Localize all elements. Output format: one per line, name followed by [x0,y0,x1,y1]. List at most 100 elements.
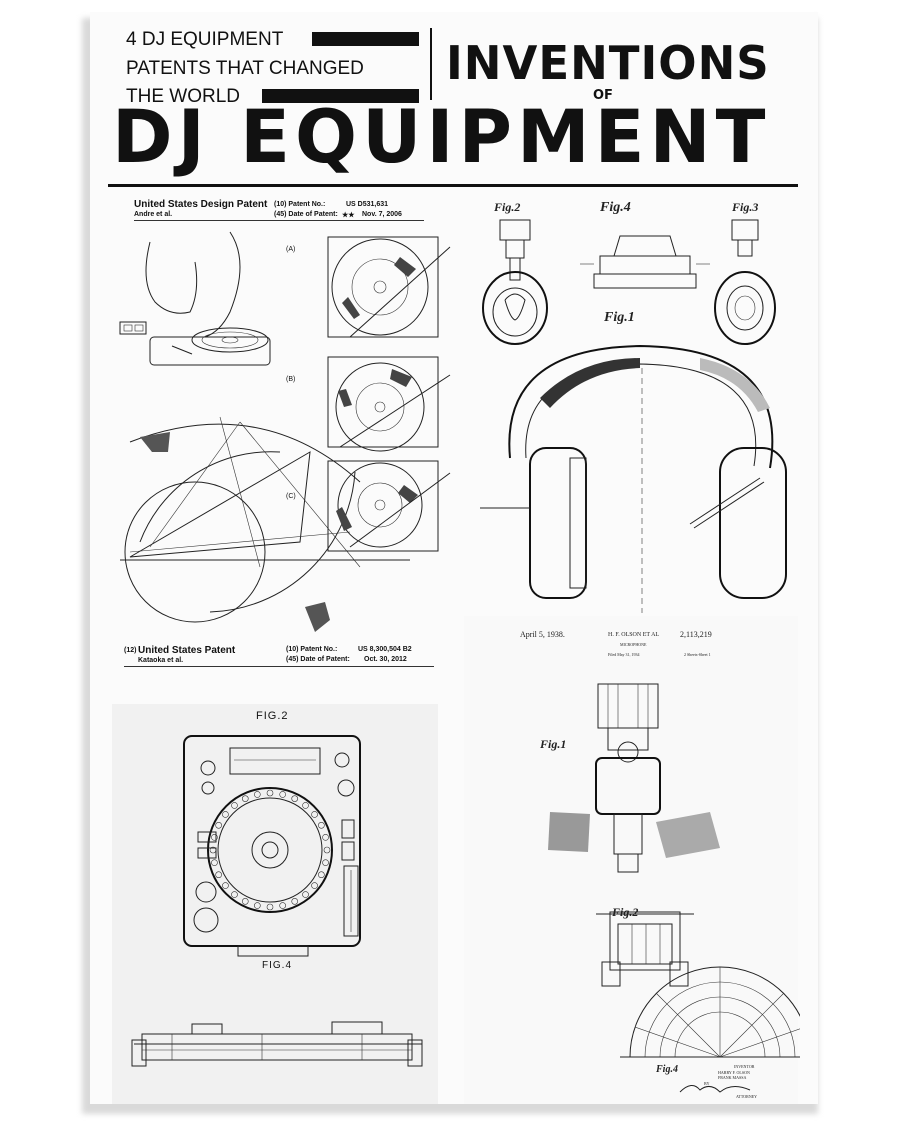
jog-dot [311,811,318,818]
cdj-header-rule [124,666,434,667]
cdj-patent-no-label: (10) Patent No.: [286,646,338,653]
cdj-date: Oct. 30, 2012 [364,656,407,663]
cdj-jog-dots [209,789,331,911]
cdj-side-view [131,1021,423,1067]
jog-dot [322,859,329,866]
headphones-fig3 [714,219,776,345]
jog-dot [279,902,286,909]
turntable-platter [191,327,269,353]
cdj-patent-inventor: Kataoka et al. [138,657,184,664]
mic-fig4-label: Fig.4 [656,1064,678,1075]
microphone-drawing [548,683,800,1093]
platter-diagram-c [327,460,451,552]
turntable-patent-inventor: Andre et al. [134,211,173,218]
decor-bar-1 [312,32,419,46]
cdj-fig-top: FIG.2 [256,710,289,722]
turntable-patent-no-label: (10) Patent No.: [274,201,326,208]
mic-fig1 [548,683,720,873]
jog-dot [211,859,218,866]
jog-dot [241,795,249,802]
jog-dot [222,811,229,818]
mic-inventors: HARRY F. OLSON [718,1070,750,1075]
headphones-left-cup [529,447,587,599]
jog-dot [302,891,309,898]
dj-hand-right [204,231,241,338]
title-dj-equipment: DJ EQUIPMENT [112,95,771,180]
mic-title: MICROPHONE [620,642,647,647]
turntable-sub-label-b: (B) [286,376,296,383]
headphones-fig1 [480,344,787,613]
headphones-fig1-label: Fig.1 [604,310,635,325]
jog-dot [254,902,261,909]
jog-dot [311,882,318,889]
platter-diagram-b [327,356,451,452]
header-divider [430,28,432,100]
mic-fig2 [596,911,694,987]
mic-attorney: ATTORNEY [736,1094,758,1099]
jog-dot [254,791,261,798]
headphones-fig2 [482,219,548,345]
cdj-panel [112,704,438,1104]
cdj-body [183,735,361,947]
decor-bar-2 [262,89,419,103]
jog-dot [222,882,229,889]
cdj-patent-type: United States Patent [138,645,236,656]
cdj-date-label: (45) Date of Patent: [286,656,350,663]
turntable-date-prefix: ★★ [342,212,355,219]
turntable-header-rule [134,220,424,221]
mic-inventor-label: INVENTOR [734,1064,755,1069]
poster: 4 DJ EQUIPMENT PATENTS THAT CHANGED THE … [90,12,818,1104]
jog-dot [291,795,299,802]
jog-dot [279,791,286,798]
mic-number: 2,113,219 [680,630,712,639]
jog-dot [318,871,325,879]
cdj-drawing [131,735,423,1067]
mic-by: BY [704,1081,710,1086]
cdj-type-prefix: (12) [124,647,137,654]
subtitle-line-2: PATENTS THAT CHANGED [126,58,364,79]
mic-fig1-label: Fig.1 [540,737,567,751]
jog-dot [215,871,222,879]
jog-dot [322,834,329,841]
turntable-sub-label-c: (C) [286,493,296,500]
turntable-date: Nov. 7, 2006 [362,211,402,218]
mic-sheets: 2 Sheets-Sheet 1 [684,652,711,657]
headphones-fig4 [580,235,710,289]
turntable-date-label: (45) Date of Patent: [274,211,338,218]
jog-dot [215,821,222,829]
dj-hand-left [145,241,198,314]
subtitle-line-3: THE WORLD [126,86,240,107]
header-rule [108,184,798,187]
jog-dot [231,802,238,809]
mic-filed: Filed May 31, 1934 [608,652,640,657]
jog-dot [231,891,238,898]
jog-dot [291,898,299,905]
turntable-sub-label-a: (A) [286,246,296,253]
headphones-fig2-label: Fig.2 [494,200,521,214]
jog-dot [318,821,325,829]
jog-dot [323,846,331,854]
subtitle-line-1: 4 DJ EQUIPMENT [126,29,284,50]
turntable-patent-no: US D531,631 [346,201,389,208]
mic-date: April 5, 1938. [520,630,565,639]
cdj-fig-bottom: FIG.4 [262,960,293,971]
mic-inventor: H. F. OLSON ET AL [608,632,660,638]
jog-dot [266,903,274,911]
jog-dot [266,789,274,797]
turntable-drawing [119,231,410,632]
turntable-base [149,336,271,366]
cdj-jog-wheel [207,787,333,913]
jog-dot [302,802,309,809]
cdj-patent-no: US 8,300,504 B2 [358,646,412,653]
mic-signature [679,1085,751,1093]
platter-diagram-a [327,236,451,338]
turntable-patent-type: United States Design Patent [134,199,268,210]
mic-inventor2: FRANK MASSA [718,1075,747,1080]
headphones-right-cup [719,447,787,599]
jog-dot [211,834,218,841]
cdj-display [229,747,321,775]
title-inventions: INVENTIONS [446,36,770,90]
headphones-fig3-label: Fig.3 [732,200,759,214]
platter-diagrams [327,236,451,552]
headphones-drawing [480,219,787,613]
